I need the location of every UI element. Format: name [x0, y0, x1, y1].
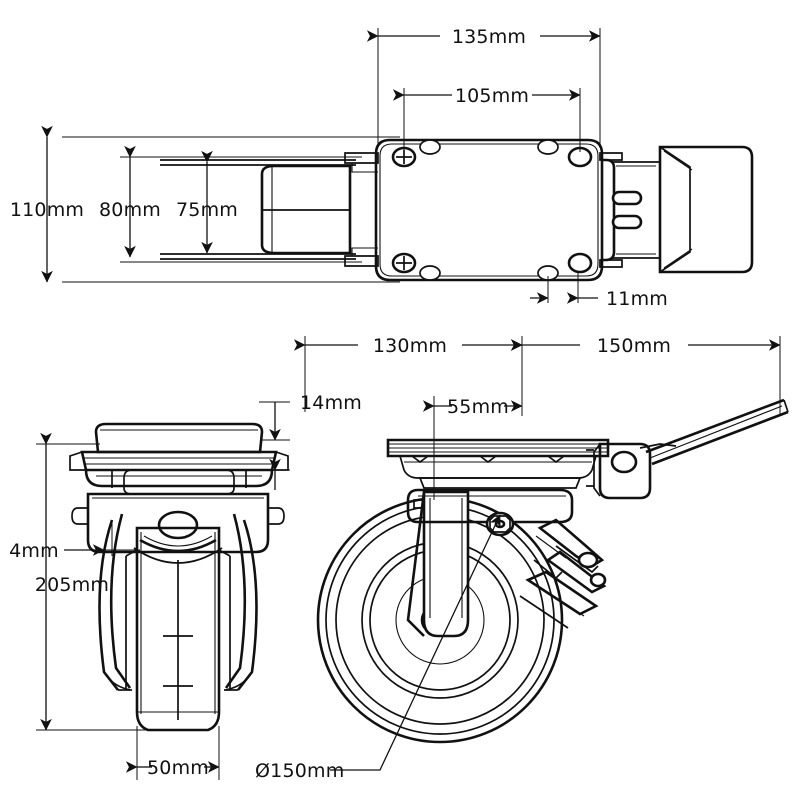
- front-view-fork: [71, 492, 285, 564]
- dimension-135mm: 135mm: [366, 26, 601, 146]
- top-view: 135mm 105mm 110mm 80mm 75mm: [10, 26, 754, 310]
- axle-nut: [157, 510, 199, 540]
- dimension-label-105mm: 105mm: [455, 85, 529, 107]
- dimension-205mm: 205mm: [35, 432, 150, 731]
- dimension-label-80mm: 80mm: [99, 199, 161, 221]
- dimension-label-55mm: 55mm: [447, 396, 509, 418]
- dimension-label-50mm: 50mm: [147, 757, 209, 779]
- side-view-brake-mechanism: [519, 518, 607, 629]
- side-view-fork-leg: [406, 490, 470, 638]
- dimension-label-4mm: 4mm: [9, 540, 59, 562]
- front-view-top-plate: [69, 422, 289, 495]
- slot-lower: [611, 214, 643, 230]
- slot-upper: [611, 190, 643, 206]
- dimension-label-11mm: 11mm: [606, 288, 668, 310]
- dimension-80mm: 80mm: [99, 145, 161, 258]
- dimension-label-14mm: 14mm: [300, 392, 362, 414]
- dimension-label-dia150mm: Ø150mm: [255, 760, 344, 782]
- dimension-110mm: 110mm: [10, 125, 84, 283]
- small-hole-bottom-left: [419, 265, 441, 281]
- dimension-label-135mm: 135mm: [452, 26, 526, 48]
- side-view-pedal-bracket: [586, 398, 789, 500]
- front-view-wheel: [125, 526, 231, 732]
- small-hole-top-left: [419, 139, 441, 155]
- dimension-label-205mm: 205mm: [35, 574, 109, 596]
- dimension-label-150mm: 150mm: [597, 335, 671, 357]
- side-view: 130mm 150mm 55mm 14mm Ø150mm: [255, 335, 789, 782]
- dimension-label-130mm: 130mm: [373, 335, 447, 357]
- dimension-label-110mm: 110mm: [10, 199, 84, 221]
- dimension-diameter-150mm: Ø150mm: [255, 514, 501, 782]
- top-view-body-outline: [62, 136, 400, 283]
- side-view-mounting-plate: [386, 438, 610, 489]
- top-view-mounting-plate: [374, 138, 604, 282]
- dimension-150mm: 150mm: [510, 335, 781, 416]
- dimension-label-75mm: 75mm: [176, 199, 238, 221]
- dimension-11mm: 11mm: [530, 272, 668, 310]
- small-hole-top-right: [537, 139, 559, 155]
- dimension-75mm: 75mm: [176, 150, 238, 254]
- top-view-brake-assembly: [599, 145, 754, 274]
- dimension-105mm: 105mm: [392, 85, 581, 152]
- front-view-brake-arcs: [98, 513, 258, 691]
- front-view: 4mm 205mm 50mm: [9, 422, 289, 780]
- dimension-50mm: 50mm: [125, 726, 220, 780]
- bolt-hole-bottom-right: [567, 252, 593, 274]
- dimension-55mm: 55mm: [422, 396, 523, 500]
- pedal-pivot-hole: [610, 450, 638, 474]
- dimension-14mm: 14mm: [259, 392, 362, 490]
